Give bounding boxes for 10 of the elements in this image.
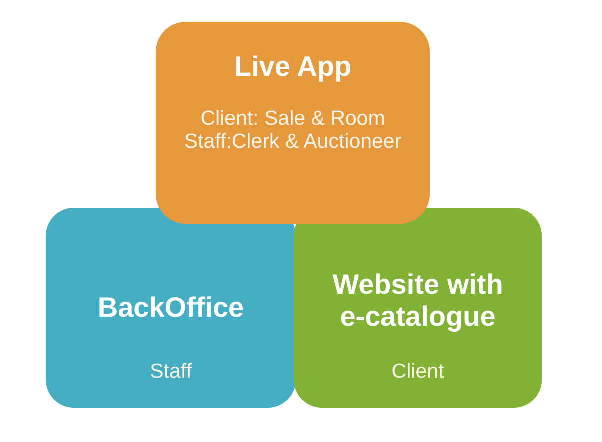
- module-description: Client: [390, 360, 446, 384]
- module-card: [294, 208, 542, 408]
- module-description: Staff:Clerk & Auctioneer: [183, 130, 403, 154]
- module-title: Website with e-catalogue: [332, 269, 504, 333]
- module-description: Client: Sale & Room: [200, 107, 386, 131]
- module-title: BackOffice: [96, 292, 246, 324]
- module-card: [156, 22, 430, 224]
- module-description: Staff: [149, 360, 193, 384]
- module-card: [46, 208, 296, 408]
- module-title: Live App: [233, 51, 353, 83]
